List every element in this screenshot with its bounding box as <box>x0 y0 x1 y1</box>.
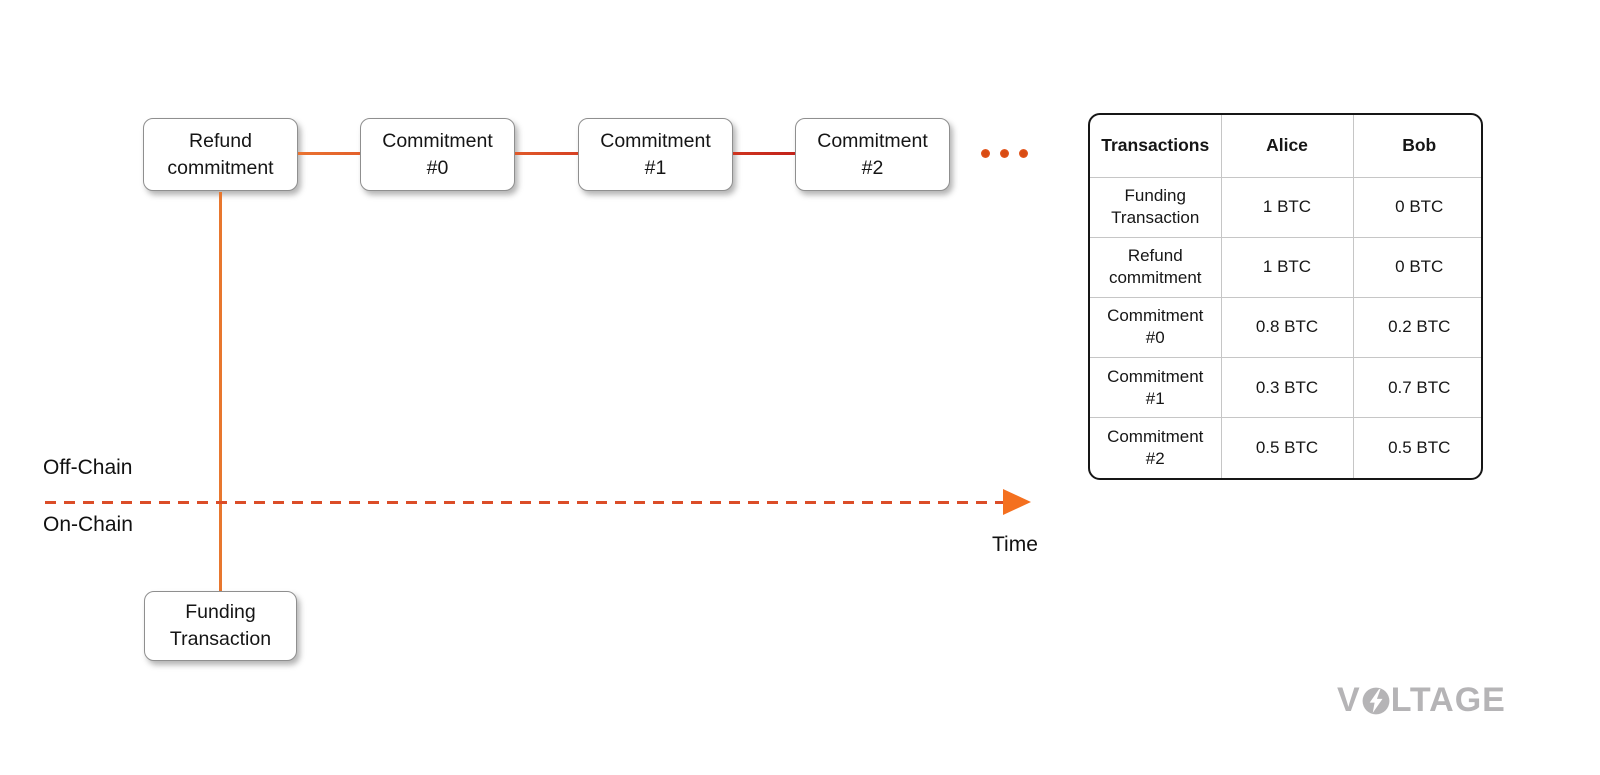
balances-table: Transactions Alice Bob Funding Transacti… <box>1088 113 1483 480</box>
logo-text-suffix: LTAGE <box>1390 681 1506 719</box>
node-label: Refund commitment <box>167 129 274 179</box>
node-label: Commitment #1 <box>600 129 711 179</box>
on-chain-label: On-Chain <box>43 513 133 536</box>
connector-commitment1-to-commitment2 <box>733 152 795 155</box>
cell-bob: 0 BTC <box>1352 236 1481 298</box>
node-funding-transaction: Funding Transaction <box>144 591 297 661</box>
continuation-dots-icon <box>981 149 1028 158</box>
table-header-row: Transactions Alice Bob <box>1090 115 1481 178</box>
timeline-arrowhead-icon <box>1003 489 1031 515</box>
table-row: Commitment #0 0.8 BTC 0.2 BTC <box>1090 296 1481 359</box>
cell-alice: 0.3 BTC <box>1220 357 1354 419</box>
cell-bob: 0.7 BTC <box>1352 357 1481 419</box>
table-row: Funding Transaction 1 BTC 0 BTC <box>1090 176 1481 238</box>
time-label: Time <box>992 533 1038 556</box>
voltage-o-bolt-icon <box>1362 687 1390 714</box>
node-commitment-2: Commitment #2 <box>795 118 950 191</box>
table-row: Refund commitment 1 BTC 0 BTC <box>1090 236 1481 298</box>
connector-refund-to-commitment0 <box>298 152 360 155</box>
cell-alice: 0.8 BTC <box>1220 296 1354 359</box>
node-refund-commitment: Refund commitment <box>143 118 298 191</box>
table-header-bob: Bob <box>1352 115 1481 178</box>
balances-table-grid: Transactions Alice Bob Funding Transacti… <box>1090 115 1481 478</box>
node-label: Commitment #0 <box>382 129 493 179</box>
cell-transaction: Commitment #0 <box>1090 296 1222 359</box>
dot-icon <box>1000 149 1009 158</box>
cell-bob: 0 BTC <box>1352 176 1481 238</box>
cell-alice: 1 BTC <box>1220 176 1354 238</box>
off-chain-label: Off-Chain <box>43 456 133 479</box>
dot-icon <box>981 149 990 158</box>
node-label: Commitment #2 <box>817 129 928 179</box>
cell-transaction: Refund commitment <box>1090 236 1222 298</box>
node-label: Funding Transaction <box>169 601 272 650</box>
timeline-dashed-line <box>45 501 1003 504</box>
table-row: Commitment #1 0.3 BTC 0.7 BTC <box>1090 357 1481 419</box>
refund-to-funding-line <box>219 192 222 591</box>
cell-bob: 0.2 BTC <box>1352 296 1481 359</box>
voltage-logo: V LTAGE <box>1337 681 1506 720</box>
cell-alice: 0.5 BTC <box>1220 417 1354 478</box>
connector-commitment0-to-commitment1 <box>515 152 578 155</box>
cell-bob: 0.5 BTC <box>1352 417 1481 478</box>
cell-alice: 1 BTC <box>1220 236 1354 298</box>
node-commitment-0: Commitment #0 <box>360 118 515 191</box>
table-row: Commitment #2 0.5 BTC 0.5 BTC <box>1090 417 1481 478</box>
logo-text-prefix: V <box>1337 681 1361 719</box>
table-header-transactions: Transactions <box>1090 115 1222 178</box>
cell-transaction: Funding Transaction <box>1090 176 1222 238</box>
node-commitment-1: Commitment #1 <box>578 118 733 191</box>
cell-transaction: Commitment #1 <box>1090 357 1222 419</box>
dot-icon <box>1019 149 1028 158</box>
table-header-alice: Alice <box>1220 115 1354 178</box>
cell-transaction: Commitment #2 <box>1090 417 1222 478</box>
